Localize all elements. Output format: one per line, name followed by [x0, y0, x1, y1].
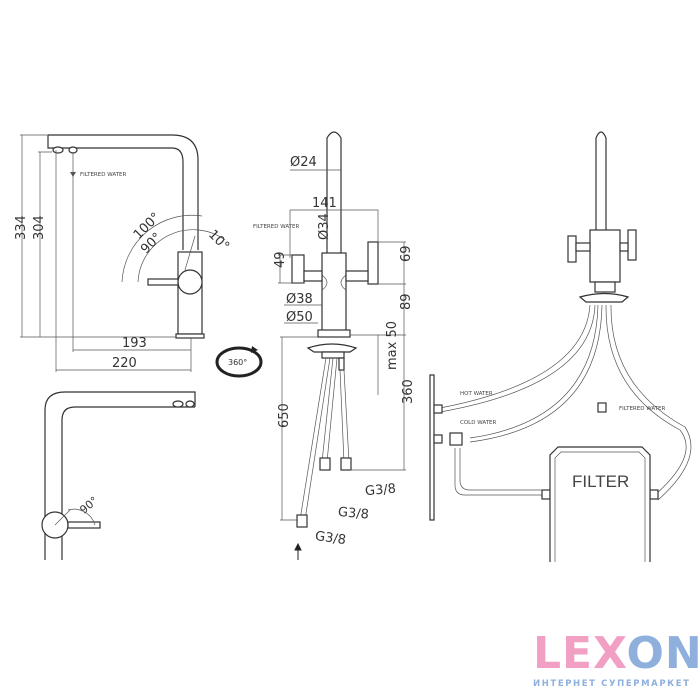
- angle-arc: [54, 508, 96, 526]
- mounting-nut: [321, 351, 345, 359]
- filter-label: FILTER: [572, 472, 629, 491]
- spout-inner: [47, 135, 184, 250]
- body-waist: [321, 274, 347, 291]
- arc-100: [121, 214, 203, 283]
- install-spout: [595, 131, 607, 232]
- handle-raised: [184, 235, 196, 271]
- rotate-360-icon: 360°: [215, 346, 263, 378]
- side-view: FILTERED WATER 100° 90° 10° 334 304 193 …: [14, 134, 263, 378]
- install-base: [594, 281, 616, 293]
- reach-193: 193: [122, 336, 147, 351]
- filtered-outlet: [185, 400, 195, 408]
- hot-hose: [439, 304, 596, 413]
- height-304: 304: [32, 215, 47, 240]
- install-plate: [578, 292, 630, 303]
- arc-90: [137, 229, 226, 283]
- front-spout: [326, 131, 342, 255]
- hose-fitting: [319, 457, 331, 471]
- aerator: [52, 146, 64, 154]
- body-diameter: Ø34: [317, 213, 332, 240]
- faucet-base: [175, 333, 205, 339]
- reach-220: 220: [112, 356, 137, 371]
- right-handle: [367, 241, 379, 285]
- dim-650-lines: [280, 336, 318, 521]
- filtered-hose: [605, 304, 692, 501]
- dim-49-lines: [278, 254, 304, 284]
- dim-lines-top: [289, 169, 379, 258]
- front-base: [317, 329, 351, 338]
- dim-360-lines: [350, 335, 406, 471]
- height-89: 89: [399, 293, 414, 310]
- hoses: [299, 357, 350, 521]
- top-handle-lever: [67, 521, 101, 529]
- water-pipe: [429, 374, 435, 521]
- top-view: 90°: [41, 391, 196, 560]
- max-50: max 50: [385, 321, 400, 370]
- filtered-fitting: [597, 402, 607, 413]
- tee-fitting: [449, 432, 463, 446]
- logo-tagline: ИНТЕРНЕТ СУПЕРМАРКЕТ: [533, 679, 691, 689]
- cold-water-label: COLD WATER: [460, 420, 497, 426]
- arrow-up-icon: [294, 542, 302, 560]
- left-handle-stem: [303, 270, 323, 282]
- angle-10-label: 10°: [205, 227, 232, 254]
- hose-fitting: [340, 457, 352, 471]
- height-dim-lines: [20, 134, 176, 338]
- aerator: [172, 400, 184, 408]
- filtered-water-label: FILTERED WATER: [80, 172, 127, 178]
- filter-inner: [554, 451, 646, 562]
- thread-label-3: G3/8: [314, 529, 347, 548]
- width-141: 141: [312, 196, 337, 211]
- mounting-plate: [306, 343, 358, 353]
- install-body: [589, 229, 621, 283]
- left-handle: [291, 254, 305, 284]
- rotation-label: 360°: [228, 358, 247, 367]
- depth-360: 360: [401, 379, 416, 404]
- right-handle-stem: [345, 270, 369, 282]
- front-filtered-water-label: FILTERED WATER: [253, 224, 300, 230]
- mounting-stud: [338, 357, 345, 371]
- hose-650: 650: [277, 403, 292, 428]
- handle-69: 69: [399, 245, 414, 262]
- diameter-38: Ø38: [286, 292, 313, 307]
- filter-inlet-hose: [454, 448, 545, 496]
- handle-49: 49: [273, 251, 288, 268]
- handle: [177, 269, 203, 295]
- lexon-logo: LEXON ИНТЕРНЕТ СУПЕРМАРКЕТ: [533, 632, 700, 690]
- logo-wordmark: LEXON: [533, 632, 700, 676]
- height-334: 334: [14, 215, 29, 240]
- spout-outline: [48, 134, 199, 250]
- top-spout-outline: [44, 391, 196, 560]
- hose-fitting: [296, 514, 308, 528]
- front-body: [321, 252, 347, 336]
- install-handle-stem: [619, 242, 629, 252]
- filter-cartridge: [549, 446, 651, 562]
- top-angle-90: 90°: [77, 494, 100, 516]
- dim-69-89-lines: [350, 241, 406, 336]
- thread-label-2: G3/8: [337, 505, 369, 523]
- front-view: Ø24 141 Ø34 FILTERED WATER 49 69 89 Ø38 …: [253, 131, 416, 560]
- filter-outlet-fitting: [649, 489, 659, 500]
- logo-text-pink: LEX: [533, 628, 627, 679]
- hot-valve: [433, 404, 443, 414]
- handle-lever: [147, 278, 179, 286]
- reach-dim-lines: [55, 150, 192, 372]
- logo-text-blue: ON: [626, 628, 700, 679]
- installation-view: FILTER HOT WATER COLD WATER FILTERED WAT…: [429, 131, 692, 562]
- cold-hose: [469, 304, 603, 443]
- diameter-50: Ø50: [286, 310, 313, 325]
- hot-water-label: HOT WATER: [460, 391, 493, 397]
- cold-valve: [433, 434, 443, 444]
- thread-label-1: G3/8: [364, 482, 396, 500]
- spout-diameter: Ø24: [290, 155, 317, 170]
- filter-inlet-fitting: [541, 489, 551, 500]
- dim-base-lines: [284, 304, 322, 324]
- filtered-water-label: FILTERED WATER: [619, 406, 666, 412]
- install-left-handle: [567, 235, 577, 263]
- install-handle-stem: [575, 242, 591, 252]
- install-right-handle: [627, 229, 637, 261]
